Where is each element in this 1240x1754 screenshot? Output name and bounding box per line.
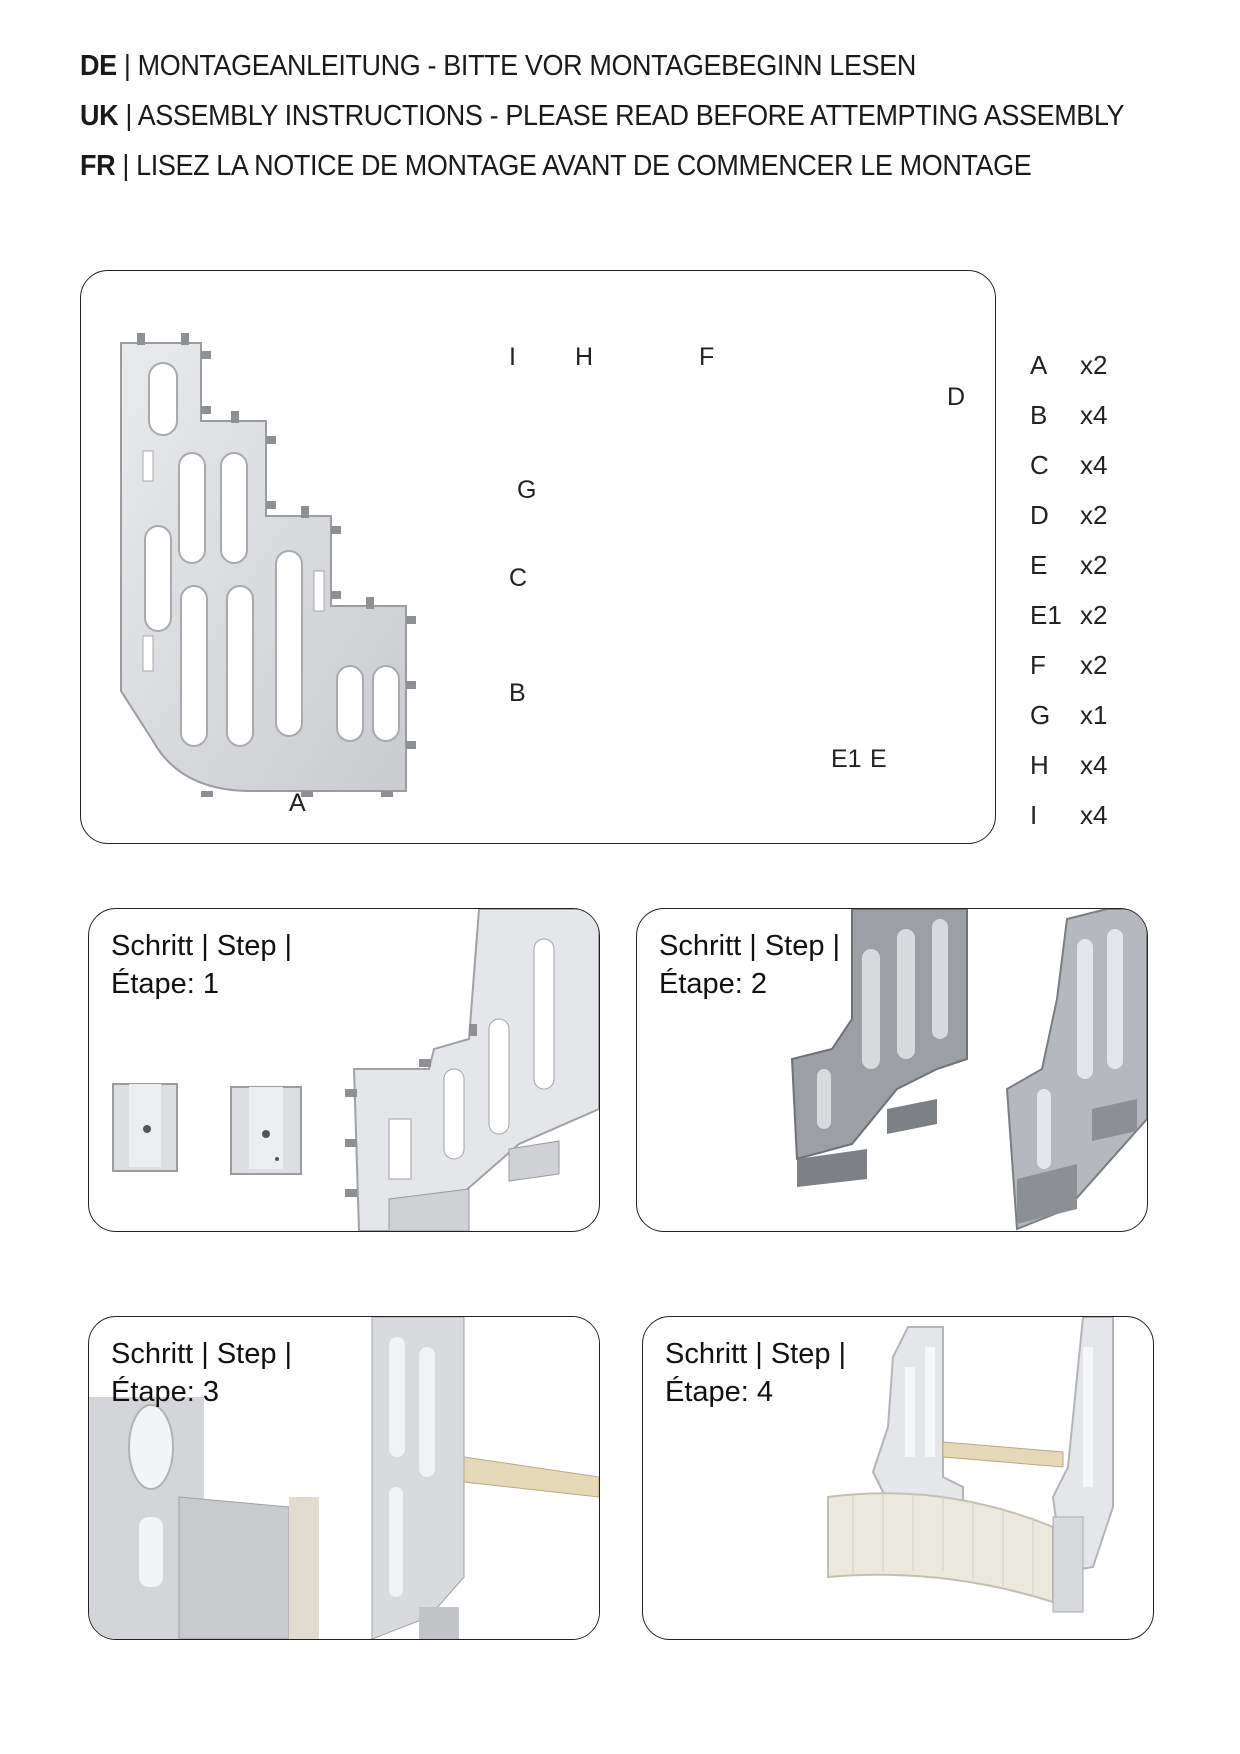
step-4-panel: Schritt | Step |Étape: 4 [642,1316,1154,1640]
assembled-side-panel-right [1005,909,1147,1231]
heading-de: DE | MONTAGEANLEITUNG - BITTE VOR MONTAG… [80,50,916,82]
step-2-title: Schritt | Step |Étape: 2 [659,930,841,1000]
part-label-d: D [947,383,966,411]
part-label-e: E [870,745,887,773]
step-3-title: Schritt | Step |Étape: 3 [111,1338,293,1408]
part-label-b: B [509,679,526,707]
heading-fr: FR | LISEZ LA NOTICE DE MONTAGE AVANT DE… [80,150,1032,182]
assembled-cradle [827,1317,1114,1613]
foot-block-right [230,1086,302,1175]
assembled-side-panel-left [790,909,968,1187]
heading-uk: UK | ASSEMBLY INSTRUCTIONS - PLEASE READ… [80,100,1125,132]
step-2-panel: Schritt | Step |Étape: 2 [636,908,1148,1232]
step-1-panel: Schritt | Step |Étape: 1 [88,908,600,1232]
closeup-right [371,1317,599,1639]
foot-block-left [112,1083,178,1172]
parts-overview-panel: A I H F G C B D E1 E [80,270,996,844]
part-a-side-panel [120,333,416,797]
part-label-g: G [517,476,537,504]
part-label-e1: E1 [831,745,862,773]
step-2-illustration [790,909,1147,1231]
step-1-title: Schritt | Step |Étape: 1 [111,930,293,1000]
parts-illustration [120,333,416,797]
part-label-a: A [289,789,306,817]
side-panel-a [345,909,599,1231]
step-3-illustration [89,1317,599,1639]
step-3-panel: Schritt | Step |Étape: 3 [88,1316,600,1640]
part-label-c: C [509,564,528,592]
part-label-i: I [509,343,516,371]
closeup-left [89,1397,319,1639]
part-label-h: H [575,343,594,371]
step-4-illustration [827,1317,1114,1613]
step-1-illustration [112,909,599,1231]
step-4-title: Schritt | Step |Étape: 4 [665,1338,847,1408]
part-label-f: F [699,343,715,371]
